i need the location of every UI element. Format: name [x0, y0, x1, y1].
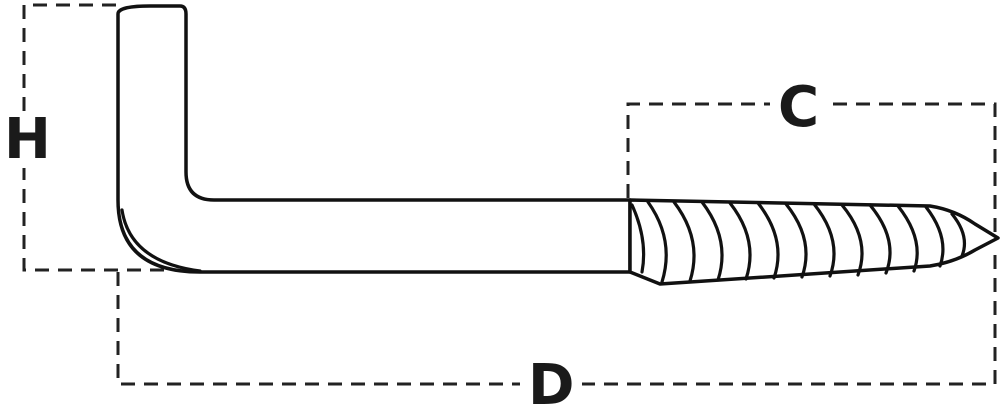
label-h: H — [0, 112, 59, 168]
thread-line-7 — [784, 202, 808, 279]
label-c: C — [770, 80, 828, 136]
thread-line-1 — [630, 203, 646, 274]
thread-line-2 — [646, 200, 668, 284]
thread-line-8 — [812, 202, 836, 278]
thread-section — [628, 198, 1000, 286]
thread-line-9 — [840, 203, 864, 277]
thread-line-4 — [700, 200, 724, 282]
thread-line-12 — [924, 205, 945, 268]
dimension-line-h — [22, 3, 165, 272]
hook-body — [116, 4, 632, 274]
dimension-line-d — [116, 255, 997, 386]
thread-line-11 — [896, 204, 919, 273]
thread-line-3 — [672, 200, 696, 283]
thread-line-10 — [868, 203, 892, 275]
hook-bend-edge — [120, 208, 202, 273]
thread-line-13 — [950, 212, 966, 258]
thread-line-6 — [756, 201, 780, 280]
label-d: D — [520, 358, 583, 414]
thread-line-5 — [728, 201, 752, 281]
